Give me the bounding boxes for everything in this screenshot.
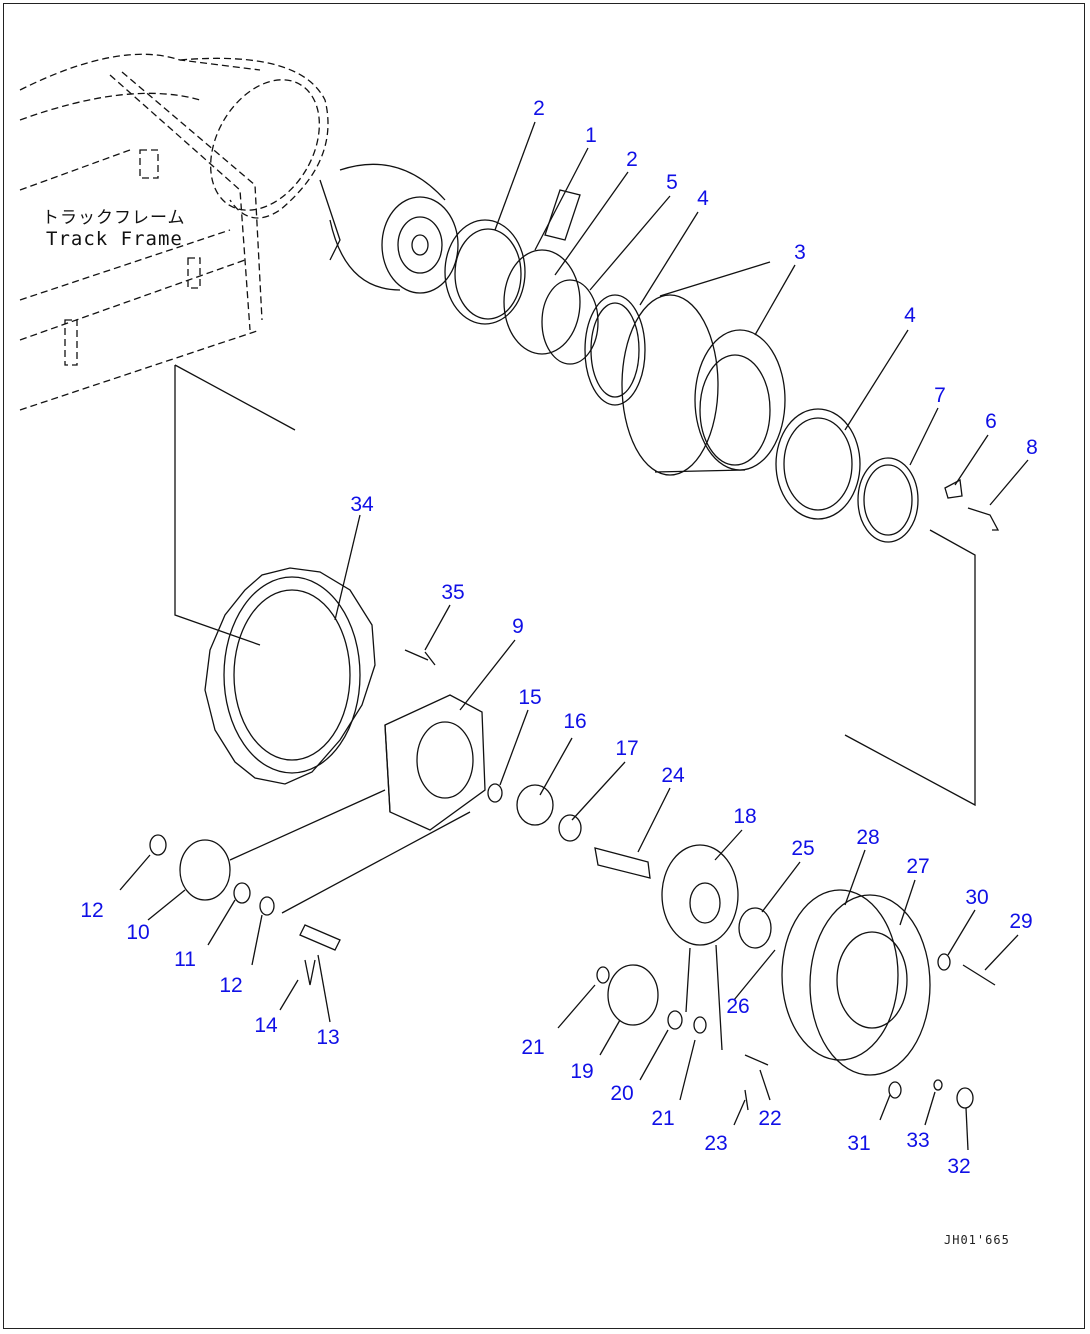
callout-31[interactable]: 31 [847, 1132, 871, 1155]
callout-21[interactable]: 21 [651, 1107, 675, 1130]
callout-16[interactable]: 16 [563, 710, 587, 733]
leader-lines [119, 121, 1029, 1151]
callout-17[interactable]: 17 [615, 737, 639, 760]
callout-30[interactable]: 30 [965, 886, 989, 909]
callout-6[interactable]: 6 [985, 410, 997, 433]
callout-32[interactable]: 32 [947, 1155, 971, 1178]
callout-15[interactable]: 15 [518, 686, 542, 709]
callout-33[interactable]: 33 [906, 1129, 930, 1152]
callout-29[interactable]: 29 [1009, 910, 1033, 933]
callout-4[interactable]: 4 [697, 187, 709, 210]
callout-9[interactable]: 9 [512, 615, 524, 638]
callout-12[interactable]: 12 [80, 899, 104, 922]
callout-2[interactable]: 2 [533, 97, 545, 120]
sprocket [204, 567, 376, 785]
callout-4[interactable]: 4 [904, 304, 916, 327]
track-frame-label-en: Track Frame [46, 228, 183, 250]
callout-10[interactable]: 10 [126, 921, 150, 944]
callout-27[interactable]: 27 [906, 855, 930, 878]
drawing-code: JH01'665 [944, 1233, 1010, 1247]
callout-26[interactable]: 26 [726, 995, 750, 1018]
track-frame-label-jp: トラックフレーム [42, 208, 186, 228]
callout-8[interactable]: 8 [1026, 436, 1038, 459]
seal-ring-2 [444, 219, 526, 325]
callout-35[interactable]: 35 [441, 581, 465, 604]
callout-19[interactable]: 19 [570, 1060, 594, 1083]
callout-12[interactable]: 12 [219, 974, 243, 997]
planetary-carrier [384, 694, 486, 831]
callout-7[interactable]: 7 [934, 384, 946, 407]
callout-20[interactable]: 20 [610, 1082, 634, 1105]
drawing-frame [3, 3, 1085, 1329]
callout-18[interactable]: 18 [733, 805, 757, 828]
callout-13[interactable]: 13 [316, 1026, 340, 1049]
callout-24[interactable]: 24 [661, 764, 685, 787]
callout-2[interactable]: 2 [626, 148, 638, 171]
callout-21[interactable]: 21 [521, 1036, 545, 1059]
callout-22[interactable]: 22 [758, 1107, 782, 1130]
track-frame [19, 53, 329, 411]
callout-11[interactable]: 11 [174, 948, 196, 971]
callout-25[interactable]: 25 [791, 837, 815, 860]
callout-28[interactable]: 28 [856, 826, 880, 849]
callout-5[interactable]: 5 [666, 171, 678, 194]
callout-34[interactable]: 34 [350, 493, 374, 516]
callout-1[interactable]: 1 [585, 124, 597, 147]
hub [621, 261, 786, 476]
callout-3[interactable]: 3 [794, 241, 806, 264]
travel-motor [319, 163, 459, 294]
callout-23[interactable]: 23 [704, 1132, 728, 1155]
callout-14[interactable]: 14 [254, 1014, 278, 1037]
